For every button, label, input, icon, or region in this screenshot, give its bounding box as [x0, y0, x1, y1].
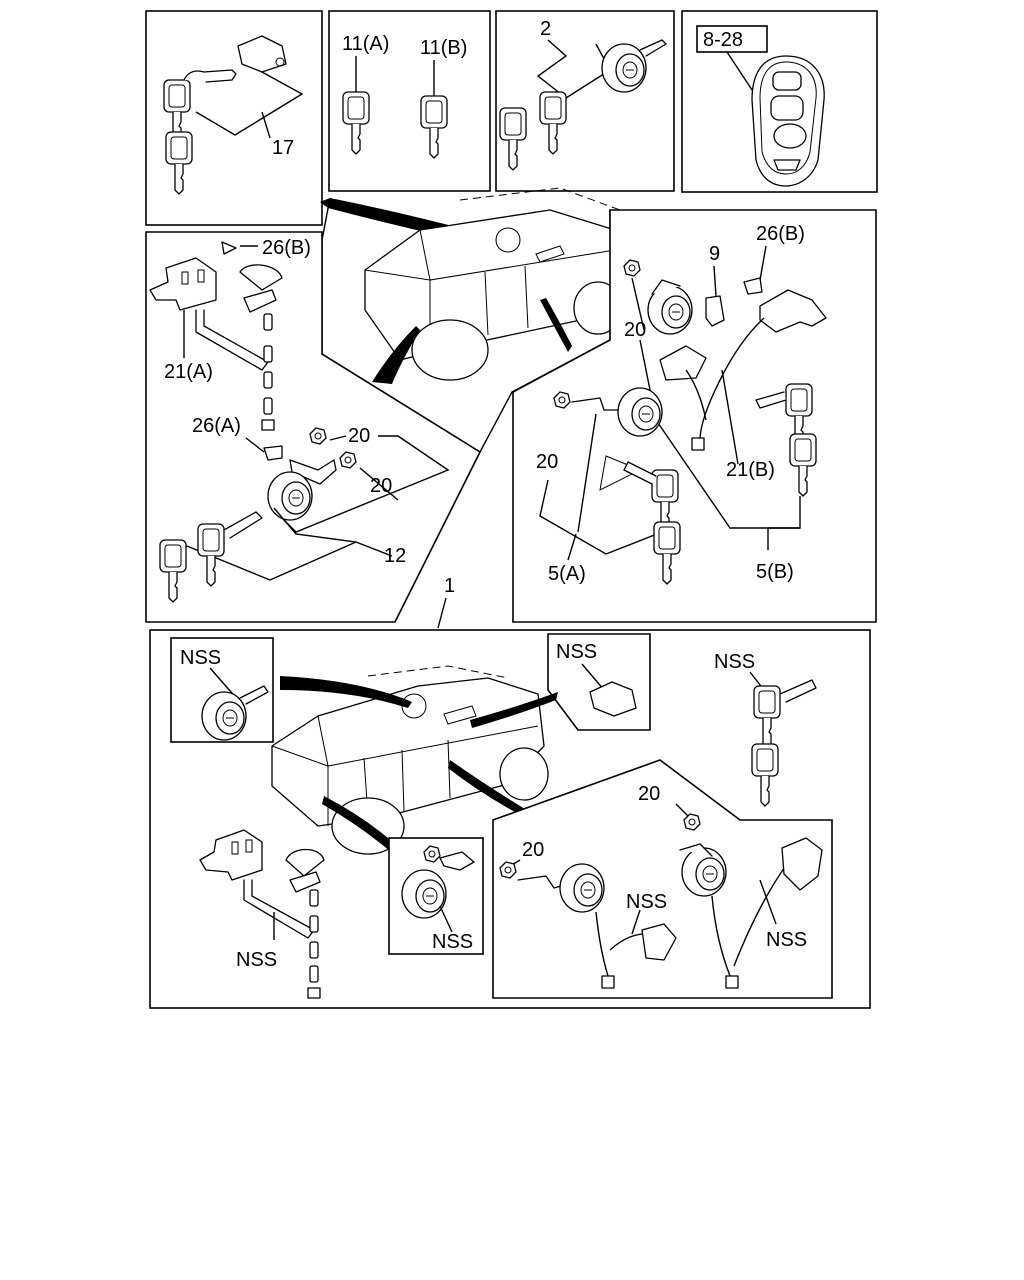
label-12: 12: [384, 545, 406, 567]
label-26b-right: 26(B): [756, 223, 805, 245]
panel-keys-11: 11(A) 11(B): [328, 10, 491, 192]
label-nss-latch: NSS: [556, 641, 597, 663]
key-blade-icon: [183, 69, 237, 83]
door-cylinder-icon: [681, 847, 727, 897]
label-26b-left: 26(B): [262, 237, 311, 259]
label-5a: 5(A): [548, 563, 586, 585]
inset-cylinder: NSS: [388, 837, 484, 955]
label-20-bottom-b: 20: [522, 839, 544, 861]
panel-assembly-1: NSS NSS NSS: [149, 629, 871, 1009]
label-17: 17: [272, 137, 294, 159]
label-11b: 11(B): [420, 37, 467, 59]
nss-rod-latch: NSS: [199, 829, 325, 999]
rod-pin-icon: [309, 941, 319, 959]
ignition-cylinder-icon: [201, 691, 247, 741]
rod-21a-icon: [195, 309, 269, 371]
nss-keys: NSS: [714, 651, 817, 807]
connector-icon: [641, 923, 677, 961]
leader-wedge: [322, 796, 404, 858]
label-nss-wire-a: NSS: [626, 891, 667, 913]
car-view-upper: [320, 187, 623, 453]
cover-icon: [239, 264, 283, 291]
panel-ignition-2: 2: [495, 10, 675, 192]
leader-wedge: [470, 692, 558, 728]
leader-wedge: [448, 760, 530, 818]
bracket-icon: [571, 397, 621, 411]
latch-lock-icon: [237, 35, 287, 73]
label-26a: 26(A): [192, 415, 241, 437]
lock-cylinder-icon: [401, 869, 447, 919]
label-20-right-b: 20: [536, 451, 558, 473]
rod-pin-icon: [309, 915, 319, 933]
leader-wedge: [372, 326, 420, 384]
door-cylinder-icon: [559, 863, 605, 913]
rod-pin-icon: [263, 313, 273, 331]
bolt-icon: [221, 241, 237, 255]
label-20-upper: 20: [348, 425, 370, 447]
label-1: 1: [444, 575, 455, 597]
connector-icon: [659, 345, 707, 381]
actuator-icon: [781, 837, 823, 891]
label-11a: 11(A): [342, 33, 389, 55]
rod-pin-icon: [309, 889, 319, 907]
leader-wedge: [280, 676, 412, 708]
panel-door-lock: 26(B) 9 20 21(B) 5(B) 20 5(A): [512, 209, 877, 623]
bolt-icon: [743, 277, 763, 295]
label-2: 2: [540, 18, 551, 40]
panel-keyset-17: 17: [145, 10, 323, 226]
label-21b: 21(B): [726, 459, 775, 481]
label-20-bottom-a: 20: [638, 783, 660, 805]
spare-tire-icon: [495, 227, 521, 253]
cover-icon: [285, 848, 325, 877]
ref-box: [696, 25, 768, 53]
inset-door-lock: 20 20 NSS NSS: [492, 759, 833, 999]
remote-fob-icon: [751, 55, 825, 187]
label-9: 9: [709, 243, 720, 265]
panel-remote-8-28: 8-28: [681, 10, 878, 193]
label-20-right-a: 20: [624, 319, 646, 341]
label-8-28: 8-28: [703, 29, 743, 51]
label-nss-keys: NSS: [714, 651, 755, 673]
leader-wedge: [540, 298, 572, 352]
label-21a: 21(A): [164, 361, 213, 383]
clip-9-icon: [705, 295, 725, 327]
rod-pin-icon: [309, 965, 319, 983]
label-5b: 5(B): [756, 561, 794, 583]
rod-icon: [243, 879, 315, 939]
inset-latch: NSS: [547, 633, 651, 731]
rod-pin-icon: [263, 345, 273, 363]
rod-pin-icon: [263, 397, 273, 415]
bolt-26a-icon: [263, 445, 283, 461]
label-nss-ignition: NSS: [180, 647, 221, 669]
inset-ignition: NSS: [170, 637, 274, 743]
door-cylinder-icon: [617, 387, 663, 437]
label-nss-rod: NSS: [236, 949, 277, 971]
actuator-icon: [759, 289, 827, 333]
label-20-lower: 20: [370, 475, 392, 497]
latch-lock-icon: [589, 681, 637, 717]
panel-tailgate-lock: 26(B) 21(A) 26(A) 20 20 12: [145, 231, 482, 623]
rod-pin-icon: [263, 371, 273, 389]
ignition-cylinder-icon: [601, 43, 647, 93]
car-view-lower: [271, 665, 549, 855]
label-nss-wire-b: NSS: [766, 929, 807, 951]
label-nss-cylinder: NSS: [432, 931, 473, 953]
lock-cylinder-12-icon: [267, 471, 313, 521]
